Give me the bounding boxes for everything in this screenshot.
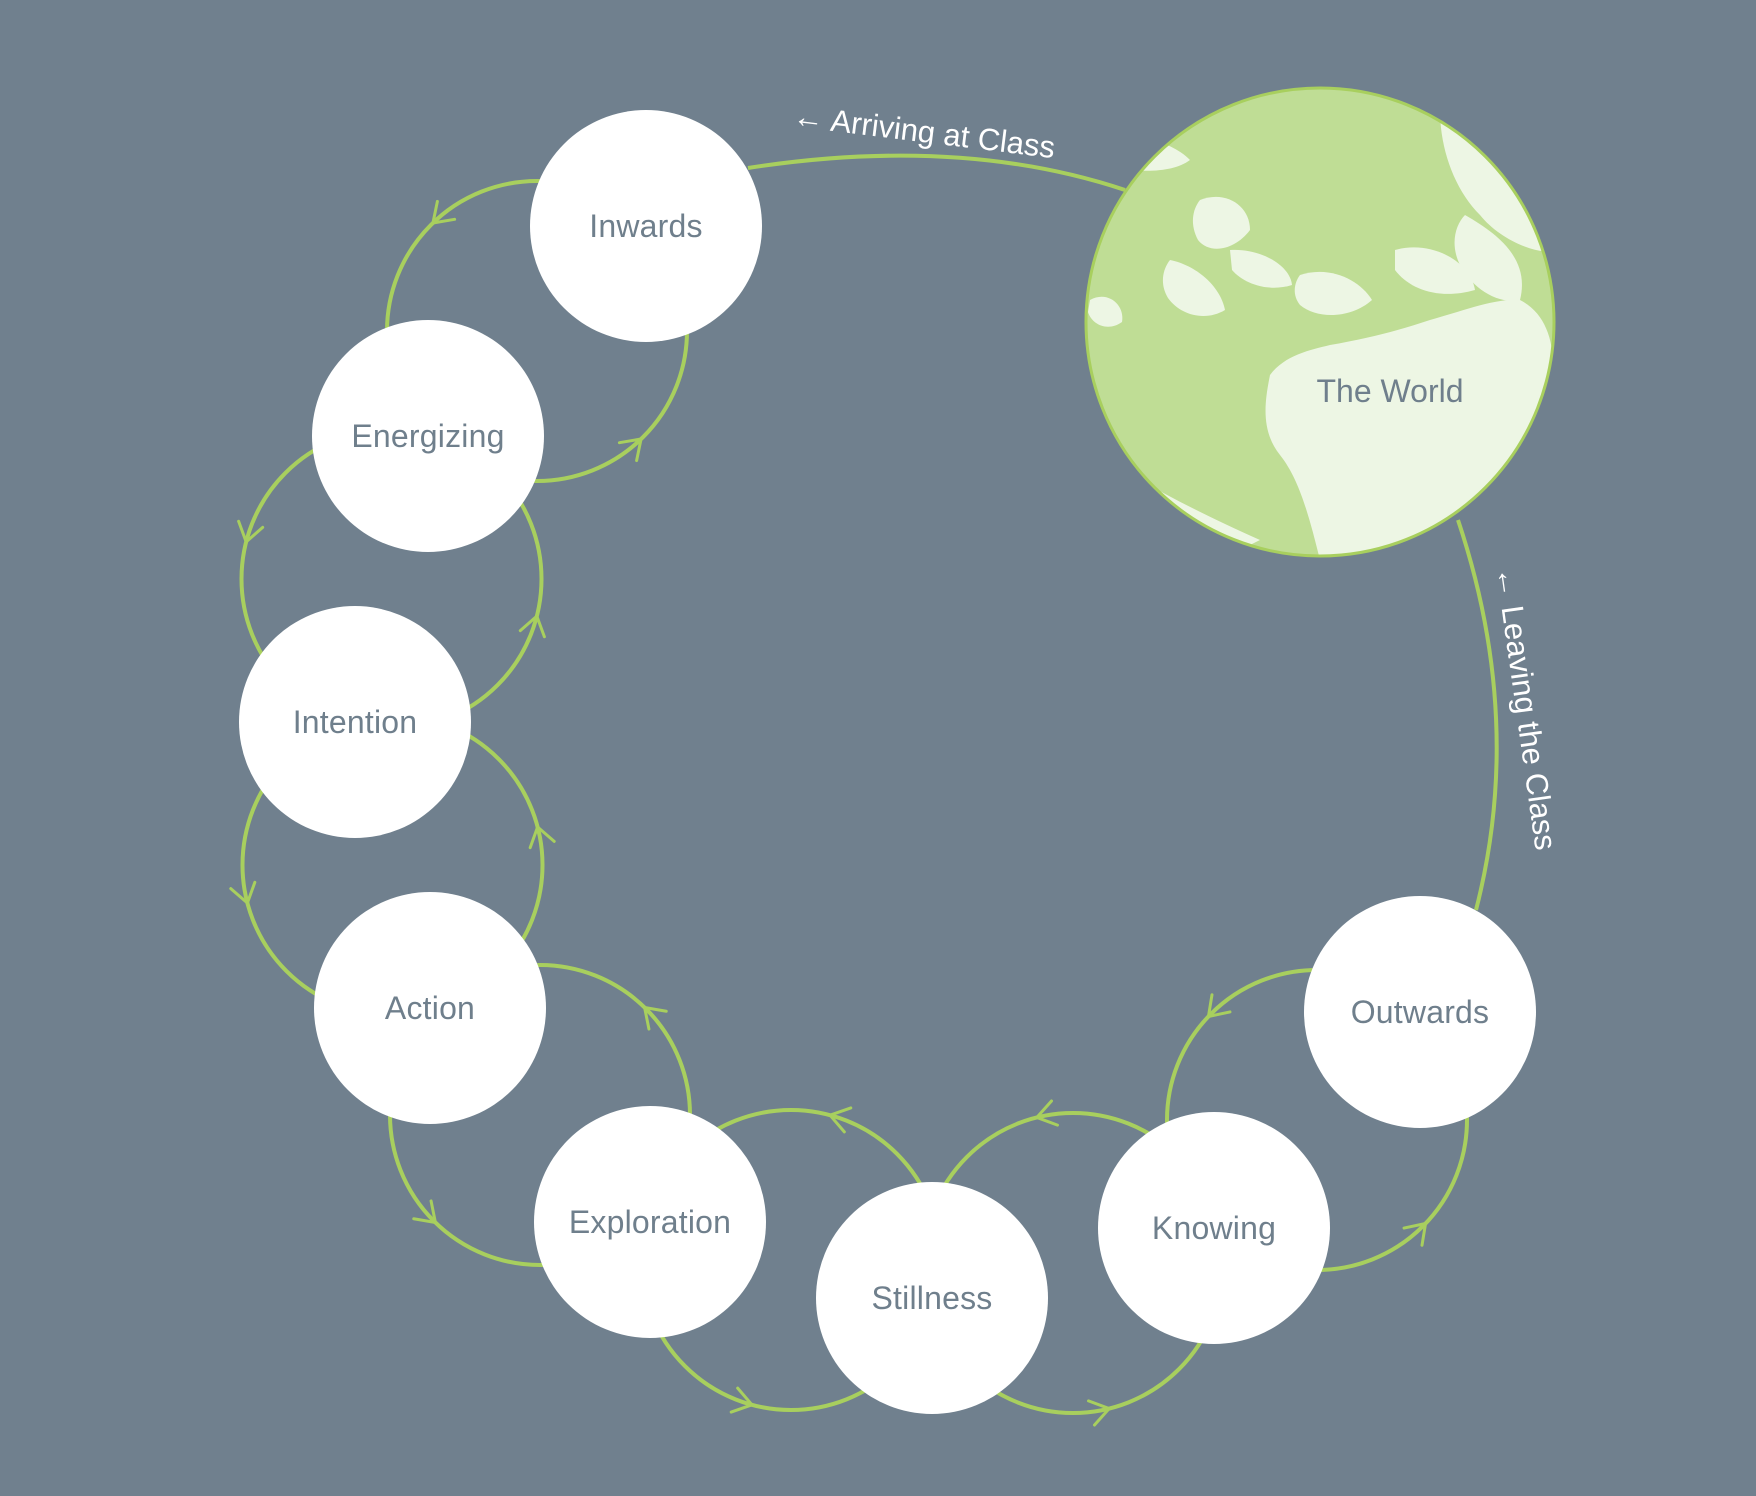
node-label: Energizing [351,417,505,454]
node-inwards: Inwards [530,110,762,342]
globe-icon [1084,86,1556,558]
arrow-chevron [431,199,457,225]
node-action: Action [314,892,546,1124]
arrow-chevron [528,825,556,850]
arrow-chevron [828,1106,853,1134]
node-label: Stillness [871,1279,993,1316]
leaving-arc [1456,519,1499,911]
arrow-chevron [229,880,257,905]
node-label: Action [384,989,476,1026]
arrow-chevron [617,437,643,463]
arrow-chevron [1035,1099,1059,1127]
node-outwards: Outwards [1304,896,1536,1128]
node-stillness: Stillness [816,1182,1048,1414]
node-label: Intention [292,703,418,740]
leaving-annotation: ← Leaving the Class [1489,564,1563,852]
node-label: Outwards [1350,993,1490,1030]
arrow-chevron [237,519,265,544]
node-energizing: Energizing [312,320,544,552]
node-exploration: Exploration [534,1106,766,1338]
arrow-chevron [518,614,546,639]
node-label: Exploration [568,1203,732,1240]
arrow-chevron [1087,1399,1111,1427]
node-intention: Intention [239,606,471,838]
arrow-chevron [643,1005,668,1031]
arrow-chevron [1402,1222,1428,1247]
world-label: The World [1316,373,1464,409]
node-knowing: Knowing [1098,1112,1330,1344]
arriving-arc [747,153,1126,192]
arrow-chevron [729,1386,754,1414]
node-label: Inwards [589,207,703,244]
arrow-chevron [1206,993,1232,1018]
node-label: Knowing [1151,1209,1277,1246]
arrow-chevron [412,1199,437,1225]
